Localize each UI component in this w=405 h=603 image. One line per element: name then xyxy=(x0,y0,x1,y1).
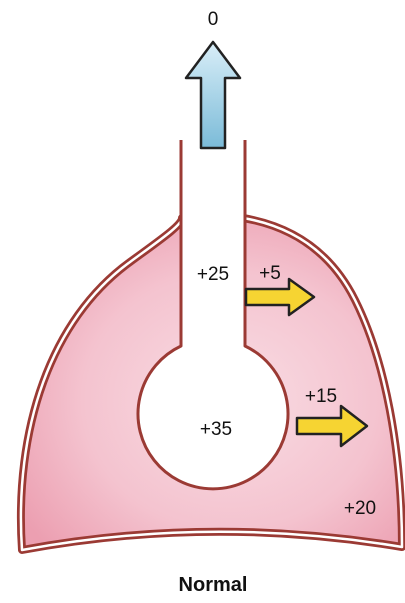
alveolar-gradient-label: +15 xyxy=(305,386,337,407)
alveolar-pressure-label: +35 xyxy=(200,419,232,440)
top-pressure-label: 0 xyxy=(208,9,219,30)
caption: Normal xyxy=(179,574,248,596)
airway-pressure-label: +25 xyxy=(197,264,229,285)
airway-gradient-label: +5 xyxy=(259,263,281,284)
pleural-pressure-label: +20 xyxy=(344,498,376,519)
